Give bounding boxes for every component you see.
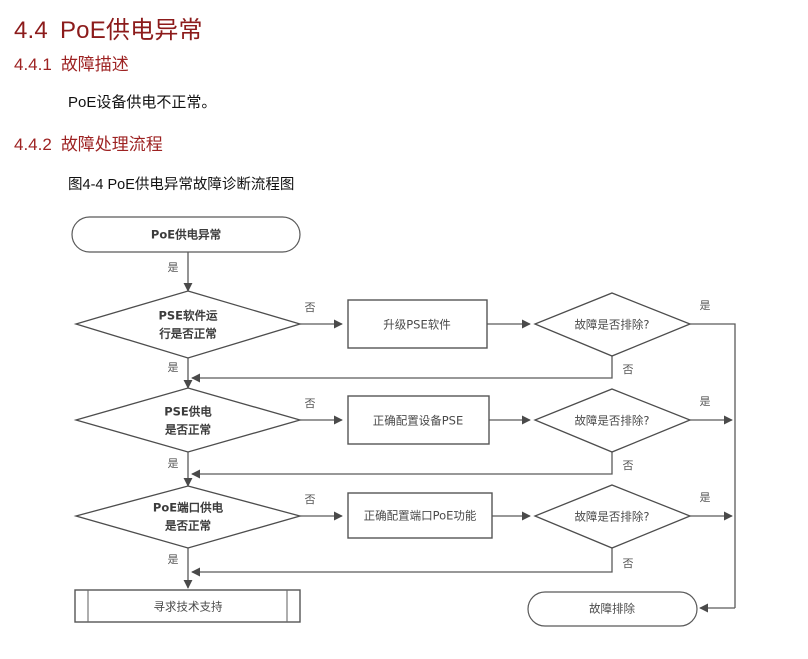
edge-label-check1-no: 否 (623, 363, 634, 376)
flow-node-check3: 故障是否排除? (533, 484, 692, 549)
flow-node-decision2-label-1: PSE供电 (164, 405, 212, 419)
edge-label-start-to-decision1: 是 (168, 261, 179, 274)
flow-node-support: 寻求技术支持 (74, 589, 301, 623)
edge-label-decision3-no: 否 (305, 493, 316, 506)
edge-label-decision1-yes: 是 (168, 361, 179, 374)
section-heading: 4.4 PoE供电异常 (14, 10, 203, 45)
flow-node-check2: 故障是否排除? (533, 388, 692, 453)
flowchart-diagram: PoE供电异常 PSE软件运 行是否正常 PSE供电 是否正常 PoE端口供电 … (0, 196, 808, 659)
flow-node-check1-label: 故障是否排除? (574, 318, 649, 332)
flow-node-check3-label: 故障是否排除? (574, 510, 649, 524)
subsection-heading-fault-description: 4.4.1 故障描述 (14, 50, 129, 75)
edge-label-check1-yes: 是 (700, 299, 711, 312)
subsection-title-2: 故障处理流程 (60, 135, 163, 154)
flow-node-process3-label: 正确配置端口PoE功能 (364, 509, 477, 523)
flow-node-check2-label: 故障是否排除? (574, 414, 649, 428)
edge-check1-no (191, 356, 613, 383)
flow-node-decision2-label-2: 是否正常 (164, 423, 211, 437)
subsection-number-1: 4.4.1 (14, 55, 52, 74)
flow-node-decision3-label-1: PoE端口供电 (153, 501, 224, 515)
flow-node-end-label: 故障排除 (589, 602, 635, 616)
fault-description-text: PoE设备供电不正常。 (68, 94, 217, 111)
flow-node-start: PoE供电异常 (71, 216, 301, 253)
edge-label-check3-no: 否 (623, 557, 634, 570)
edge-label-decision3-yes: 是 (168, 553, 179, 566)
flow-node-process2: 正确配置设备PSE (347, 395, 490, 445)
flow-node-check1: 故障是否排除? (533, 292, 692, 357)
flow-node-support-label: 寻求技术支持 (154, 600, 223, 614)
edge-check3-no (191, 548, 613, 577)
flow-node-process1: 升级PSE软件 (347, 299, 488, 349)
edge-label-decision2-yes: 是 (168, 457, 179, 470)
flow-node-process1-label: 升级PSE软件 (383, 318, 451, 332)
edge-check2-no (191, 452, 613, 479)
flow-node-process3: 正确配置端口PoE功能 (347, 492, 493, 539)
section-number: 4.4 (14, 17, 48, 44)
edge-label-check3-yes: 是 (700, 491, 711, 504)
edge-label-check2-no: 否 (623, 459, 634, 472)
flow-node-start-label: PoE供电异常 (151, 228, 221, 242)
section-title: PoE供电异常 (59, 17, 203, 44)
edge-label-decision1-no: 否 (305, 301, 316, 314)
flow-node-process2-label: 正确配置设备PSE (373, 414, 464, 428)
flow-node-decision2: PSE供电 是否正常 (73, 387, 303, 453)
flow-node-decision1-label-1: PSE软件运 (158, 309, 218, 323)
edge-label-decision2-no: 否 (305, 397, 316, 410)
flow-node-decision3-label-2: 是否正常 (164, 519, 211, 533)
edge-check1-yes (690, 323, 736, 608)
flow-node-decision1-label-2: 行是否正常 (158, 327, 217, 341)
edge-label-check2-yes: 是 (700, 395, 711, 408)
flow-node-decision3: PoE端口供电 是否正常 (73, 485, 303, 549)
subsection-number-2: 4.4.2 (14, 135, 52, 154)
flow-node-end: 故障排除 (527, 591, 698, 627)
flow-node-decision1: PSE软件运 行是否正常 (73, 290, 303, 359)
subsection-title-1: 故障描述 (60, 55, 129, 74)
subsection-heading-fault-process: 4.4.2 故障处理流程 (14, 130, 163, 155)
figure-caption: 图4-4 PoE供电异常故障诊断流程图 (68, 177, 295, 193)
